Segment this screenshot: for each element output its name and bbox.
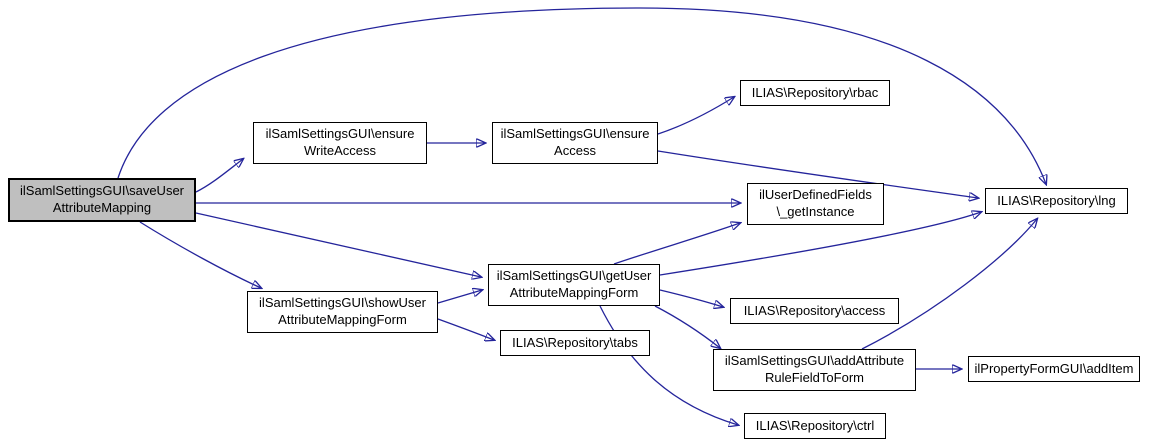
edge-getUserAttributeMappingForm-ctrl [599, 305, 738, 425]
node-getInstance[interactable]: ilUserDefinedFields \_getInstance [747, 183, 884, 225]
edge-getUserAttributeMappingForm-lng [659, 212, 981, 276]
node-tabs[interactable]: ILIAS\Repository\tabs [500, 330, 650, 356]
node-ctrl[interactable]: ILIAS\Repository\ctrl [744, 413, 886, 439]
node-addItem[interactable]: ilPropertyFormGUI\addItem [968, 356, 1140, 382]
edge-saveUserAttributeMapping-getUserAttributeMappingForm [195, 212, 481, 277]
edge-showUserAttributeMappingForm-tabs [437, 318, 494, 340]
edge-getUserAttributeMappingForm-addAttributeRuleFieldToForm [654, 305, 720, 348]
edge-saveUserAttributeMapping-lng [117, 7, 1046, 184]
edge-saveUserAttributeMapping-showUserAttributeMappingForm [139, 221, 261, 288]
edge-addAttributeRuleFieldToForm-lng [861, 219, 1037, 350]
node-saveUserAttributeMapping: ilSamlSettingsGUI\saveUser AttributeMapp… [8, 178, 196, 222]
node-ensureAccess[interactable]: ilSamlSettingsGUI\ensure Access [492, 122, 658, 164]
edge-ensureAccess-lng [657, 150, 978, 198]
edge-getUserAttributeMappingForm-access [659, 289, 723, 307]
node-ensureWriteAccess[interactable]: ilSamlSettingsGUI\ensure WriteAccess [253, 122, 427, 164]
edge-getUserAttributeMappingForm-getInstance [613, 223, 740, 265]
edge-showUserAttributeMappingForm-getUserAttributeMappingForm [437, 290, 482, 304]
node-rbac[interactable]: ILIAS\Repository\rbac [740, 80, 890, 106]
node-addAttributeRuleFieldToForm[interactable]: ilSamlSettingsGUI\addAttribute RuleField… [713, 349, 916, 391]
node-showUserAttributeMappingForm[interactable]: ilSamlSettingsGUI\showUser AttributeMapp… [247, 291, 438, 333]
edge-saveUserAttributeMapping-ensureWriteAccess [195, 159, 243, 193]
node-lng[interactable]: ILIAS\Repository\lng [985, 188, 1128, 214]
node-getUserAttributeMappingForm[interactable]: ilSamlSettingsGUI\getUser AttributeMappi… [488, 264, 660, 306]
edge-ensureAccess-rbac [657, 97, 734, 135]
node-access[interactable]: ILIAS\Repository\access [730, 298, 899, 324]
